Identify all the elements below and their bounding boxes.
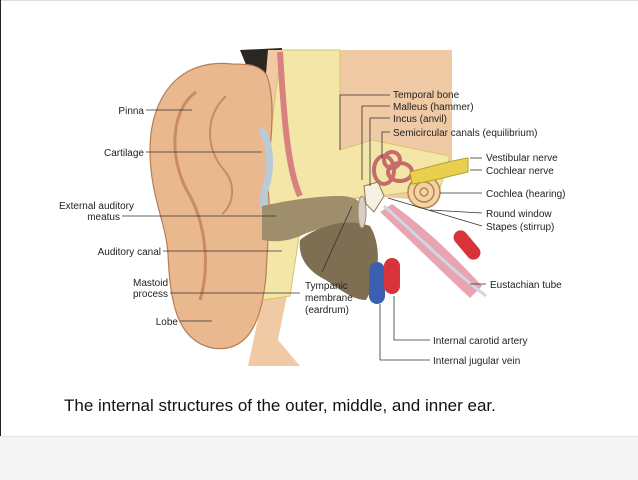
- slide-caption: The internal structures of the outer, mi…: [64, 396, 496, 415]
- middle-ear-cavity: [299, 222, 378, 300]
- label-pinna: Pinna: [118, 106, 144, 117]
- ossicles-shape: [363, 181, 385, 213]
- label-process: process: [133, 289, 168, 300]
- label-meatus: meatus: [87, 212, 120, 223]
- label-membrane: membrane: [305, 293, 353, 304]
- label-cochlea: Cochlea (hearing): [486, 189, 566, 200]
- pinna-shape: [149, 62, 273, 350]
- label-cartilage: Cartilage: [104, 148, 144, 159]
- dura-layer: [277, 51, 303, 198]
- label-stapes: Stapes (stirrup): [486, 222, 554, 233]
- label-jugular-vein: Internal jugular vein: [433, 356, 520, 367]
- ear-diagram: Pinna Cartilage External auditory meatus…: [59, 48, 566, 367]
- label-lobe: Lobe: [156, 317, 179, 328]
- label-semicircular-canals: Semicircular canals (equilibrium): [393, 128, 538, 139]
- label-tympanic: Tympanic: [305, 281, 348, 292]
- label-mastoid: Mastoid: [133, 278, 168, 289]
- label-temporal-bone: Temporal bone: [393, 90, 460, 101]
- eustachian-tube-lines: [383, 204, 487, 298]
- label-eustachian-tube: Eustachian tube: [490, 280, 562, 291]
- label-malleus: Malleus (hammer): [393, 102, 474, 113]
- carotid-artery-shape: [384, 258, 400, 294]
- nerve-bundle: [409, 157, 469, 185]
- cochlea-shape: [407, 175, 441, 209]
- pinna-inner-fold: [209, 95, 233, 215]
- label-round-window: Round window: [486, 209, 552, 220]
- label-vestibular-nerve: Vestibular nerve: [486, 153, 558, 164]
- leader-lines: [122, 94, 486, 361]
- bottom-band: [0, 436, 638, 480]
- pinna-helix-fold: [173, 90, 207, 301]
- auditory-canal-shape: [262, 196, 364, 242]
- label-cochlear-nerve: Cochlear nerve: [486, 166, 554, 177]
- label-carotid-artery: Internal carotid artery: [433, 336, 528, 347]
- jugular-vein-shape: [369, 262, 385, 304]
- slide-left-edge: [0, 0, 1, 436]
- label-external-auditory: External auditory: [59, 201, 134, 212]
- label-incus: Incus (anvil): [393, 114, 447, 125]
- label-eardrum: (eardrum): [305, 305, 349, 316]
- artery-segment-right: [453, 230, 481, 260]
- slide-top-edge: [0, 0, 638, 1]
- eardrum-shape: [357, 195, 367, 229]
- semicircular-canals-shape: [372, 150, 414, 186]
- label-auditory-canal: Auditory canal: [98, 247, 161, 258]
